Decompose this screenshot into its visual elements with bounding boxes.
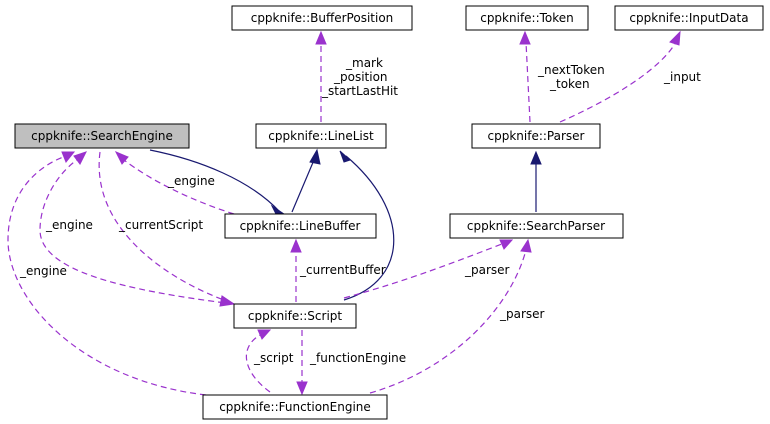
label-next-token: _nextToken	[537, 63, 605, 77]
node-label: cppknife::Parser	[488, 129, 585, 143]
edge-parser-token	[525, 41, 531, 123]
arrowhead-parser-from-searchparser	[530, 150, 542, 165]
edge-labels: _mark _position _startLastHit _nextToken…	[19, 56, 701, 365]
node-label: cppknife::LineList	[268, 129, 374, 143]
node-label: cppknife::Token	[480, 11, 574, 25]
node-buffer-position[interactable]: cppknife::BufferPosition	[231, 5, 413, 31]
edge-script-searchengine-engine	[39, 157, 235, 305]
node-label: cppknife::Script	[248, 309, 343, 323]
node-script[interactable]: cppknife::Script	[233, 303, 357, 329]
edges	[7, 30, 681, 396]
edge-parser-inputdata	[559, 41, 677, 123]
label-engine-script: _engine	[45, 218, 93, 232]
edge-script-searchparser	[343, 243, 503, 299]
node-label: cppknife::BufferPosition	[251, 11, 394, 25]
edge-functionengine-searchparser	[369, 249, 527, 394]
arrowhead-linebuffer-from-searchengine	[270, 204, 286, 215]
arrowhead-bufferposition	[315, 30, 327, 45]
arrowhead-script-from-functionengine	[257, 329, 272, 340]
node-label: cppknife::SearchEngine	[31, 129, 173, 143]
label-script-function: _script	[253, 351, 294, 365]
label-engine-function: _engine	[19, 264, 67, 278]
node-label: cppknife::InputData	[629, 11, 748, 25]
label-parser-function: _parser	[499, 307, 545, 321]
label-engine-linebuffer: _engine	[167, 174, 215, 188]
node-search-engine[interactable]: cppknife::SearchEngine	[14, 123, 190, 149]
node-input-data[interactable]: cppknife::InputData	[614, 5, 764, 31]
node-function-engine[interactable]: cppknife::FunctionEngine	[202, 394, 388, 420]
arrowhead-searchparser-from-functionengine	[520, 238, 532, 253]
label-token: _token	[549, 77, 590, 91]
edge-script-to-linelist	[343, 155, 395, 301]
arrowhead-searchengine-engine	[114, 151, 129, 165]
edge-searchengine-script-currentscript	[98, 151, 225, 301]
arrowhead-searchengine-from-script	[73, 151, 87, 165]
arrowhead-searchengine-from-functionengine	[61, 151, 76, 163]
node-search-parser[interactable]: cppknife::SearchParser	[449, 213, 624, 239]
edge-linebuffer-to-searchengine	[149, 149, 281, 213]
edge-functionengine-searchengine-engine	[7, 155, 207, 396]
label-parser-script: _parser	[464, 263, 510, 277]
arrowhead-searchparser-from-script	[499, 239, 514, 250]
label-current-buffer: _currentBuffer	[299, 263, 386, 277]
node-label: cppknife::SearchParser	[467, 219, 605, 233]
node-label: cppknife::FunctionEngine	[219, 400, 371, 414]
nodes: cppknife::BufferPosition cppknife::Token…	[14, 5, 764, 420]
arrowhead-functionengine	[296, 381, 308, 396]
arrowhead-linelist-from-script	[339, 150, 351, 163]
label-start-last-hit: _startLastHit	[321, 84, 398, 98]
node-line-buffer[interactable]: cppknife::LineBuffer	[224, 213, 377, 239]
arrowhead-inputdata	[669, 30, 681, 46]
arrowhead-script-currentscript	[219, 295, 236, 307]
node-token[interactable]: cppknife::Token	[465, 5, 589, 31]
edge-functionengine-script	[245, 333, 271, 393]
label-input: _input	[663, 70, 701, 84]
label-current-script: _currentScript	[118, 218, 203, 232]
edge-linebuffer-searchengine-engine	[123, 159, 235, 215]
node-parser[interactable]: cppknife::Parser	[471, 123, 601, 149]
arrowhead-linelist-from-linebuffer	[309, 148, 321, 165]
node-line-list[interactable]: cppknife::LineList	[255, 123, 387, 149]
arrowhead-token	[519, 30, 531, 45]
label-mark: _mark	[345, 56, 383, 70]
edge-linebuffer-to-linelist	[291, 159, 315, 213]
arrowhead-linebuffer-currentbuffer	[290, 238, 302, 253]
label-function-engine: _functionEngine	[309, 351, 406, 365]
node-label: cppknife::LineBuffer	[240, 219, 361, 233]
label-position: _position	[333, 70, 388, 84]
